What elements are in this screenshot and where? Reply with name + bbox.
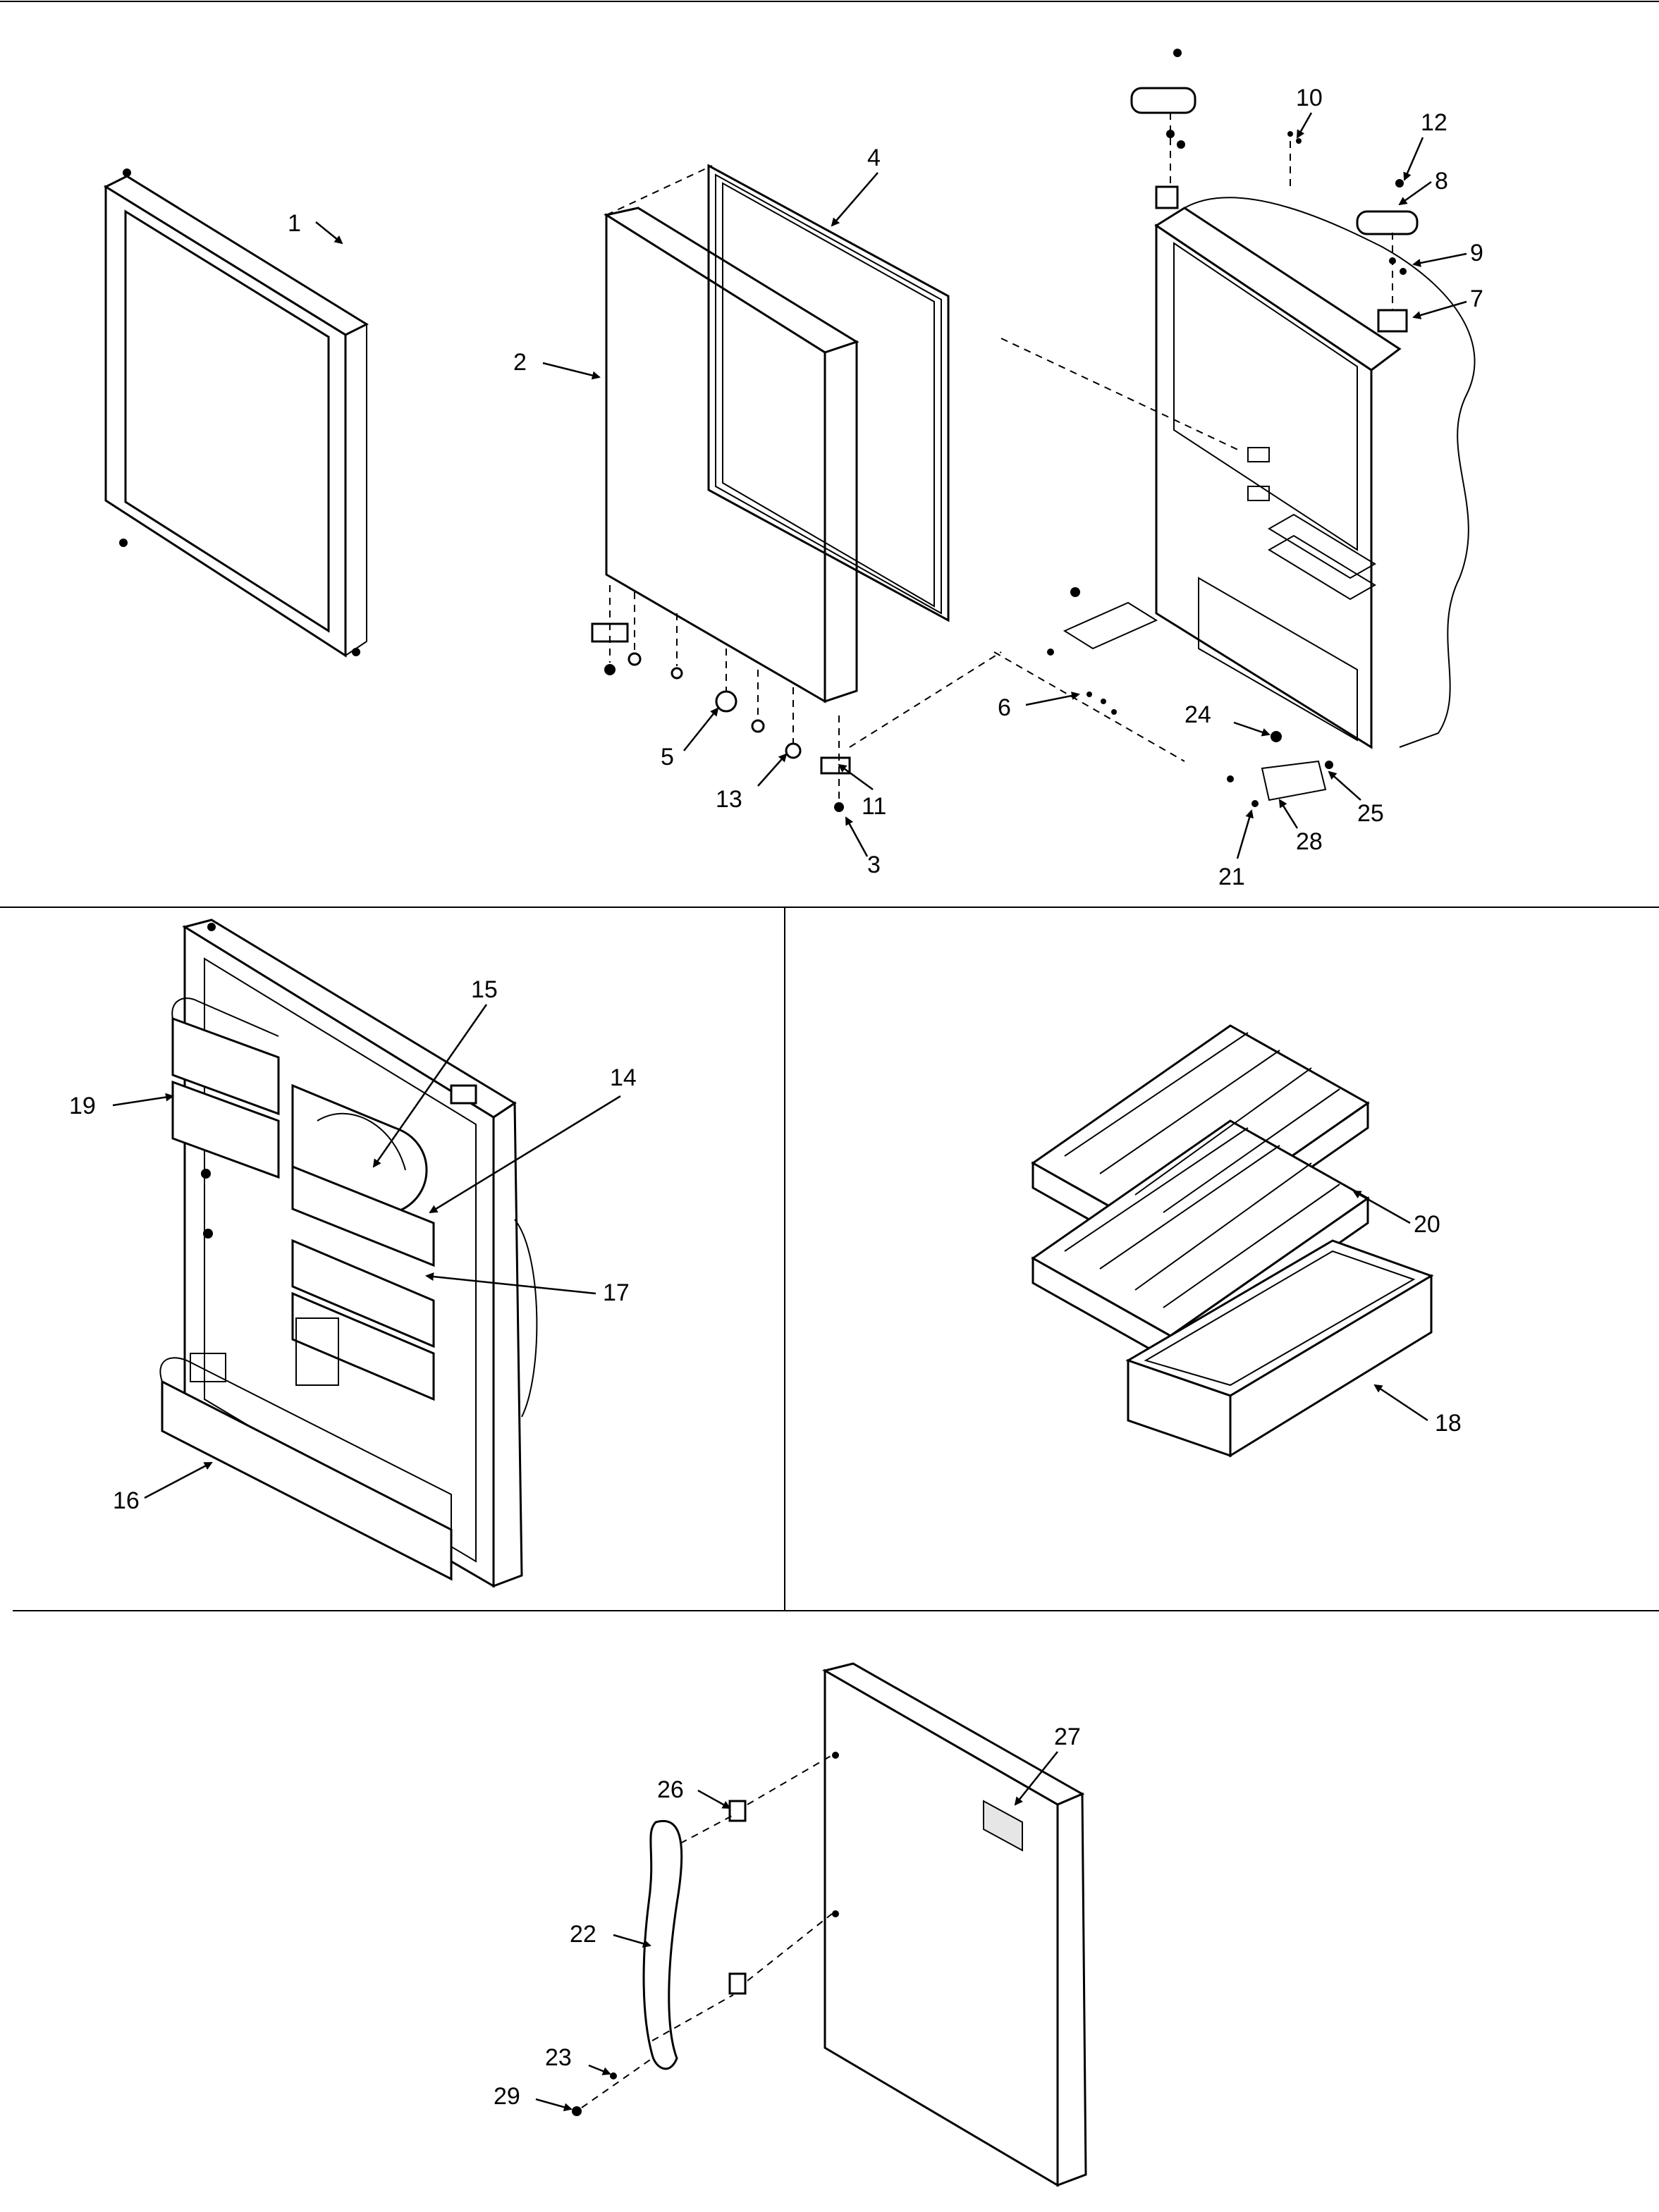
arrow-11 xyxy=(838,763,874,791)
arrow-7 xyxy=(1412,300,1467,319)
arrow-24 xyxy=(1233,721,1271,737)
arrow-15 xyxy=(372,1004,488,1168)
callout-16: 16 xyxy=(113,1487,140,1514)
arrow-9 xyxy=(1412,252,1467,267)
callout-4: 4 xyxy=(867,145,881,171)
ice-trays-drawing xyxy=(1031,1024,1434,1458)
arrow-29 xyxy=(535,2098,573,2112)
fresh-food-door-part xyxy=(604,165,859,703)
callout-26: 26 xyxy=(657,1776,684,1803)
arrow-14 xyxy=(429,1095,621,1214)
section-door-liner: 15 14 19 17 16 xyxy=(69,918,637,1588)
arrow-21 xyxy=(1236,809,1254,859)
callout-22: 22 xyxy=(570,1921,596,1948)
arrow-17 xyxy=(425,1272,596,1295)
callout-21: 21 xyxy=(1218,864,1245,890)
door-gasket-part xyxy=(707,164,950,622)
callout-18: 18 xyxy=(1435,1410,1462,1437)
arrow-3 xyxy=(845,816,869,857)
arrow-8 xyxy=(1398,180,1432,206)
callout-6: 6 xyxy=(998,694,1011,721)
callout-1: 1 xyxy=(288,210,301,237)
door-frame-part xyxy=(103,168,369,658)
bottom-hinge-hardware xyxy=(1047,587,1333,807)
callout-23: 23 xyxy=(545,2044,572,2071)
callout-28: 28 xyxy=(1296,828,1323,855)
section-cabinet-assembly: 1 2 4 5 13 11 3 6 10 12 8 9 7 24 25 28 2 xyxy=(103,49,1483,890)
arrow-6 xyxy=(1025,692,1080,706)
callout-11: 11 xyxy=(862,793,886,820)
callout-15: 15 xyxy=(471,976,498,1003)
arrow-1 xyxy=(315,221,343,245)
arrow-23 xyxy=(588,2064,611,2075)
callout-19: 19 xyxy=(69,1093,96,1119)
callout-2: 2 xyxy=(513,349,527,376)
door-liner-drawing xyxy=(159,918,538,1588)
arrow-25 xyxy=(1328,770,1361,801)
arrow-4 xyxy=(831,172,879,227)
arrow-12 xyxy=(1403,137,1424,181)
arrow-27 xyxy=(1014,1751,1058,1806)
arrow-13 xyxy=(757,753,788,787)
callout-17: 17 xyxy=(603,1279,630,1306)
callout-27: 27 xyxy=(1054,1723,1081,1750)
callout-14: 14 xyxy=(610,1064,637,1091)
section-freezer-door: 27 26 22 23 29 xyxy=(494,1662,1087,2187)
callout-25: 25 xyxy=(1357,800,1384,827)
freezer-door-drawing xyxy=(572,1662,1087,2187)
section-ice-trays: 20 18 xyxy=(1031,1024,1462,1458)
arrow-18 xyxy=(1373,1384,1428,1422)
callout-3: 3 xyxy=(867,852,881,878)
callout-12: 12 xyxy=(1421,109,1447,136)
lower-door-hardware xyxy=(591,585,1002,812)
callout-8: 8 xyxy=(1435,168,1448,195)
arrow-19 xyxy=(112,1093,174,1107)
arrow-5 xyxy=(683,707,719,751)
arrow-28 xyxy=(1278,799,1299,829)
arrow-10 xyxy=(1296,112,1313,139)
callout-9: 9 xyxy=(1470,240,1483,266)
callout-13: 13 xyxy=(716,786,742,813)
arrow-26 xyxy=(697,1789,731,1809)
arrow-16 xyxy=(144,1461,213,1499)
arrow-20 xyxy=(1352,1190,1411,1224)
callout-20: 20 xyxy=(1414,1211,1440,1238)
callout-10: 10 xyxy=(1296,85,1323,111)
arrow-2 xyxy=(542,362,601,380)
callout-7: 7 xyxy=(1470,285,1483,312)
callout-5: 5 xyxy=(661,744,674,770)
top-hinge-hardware xyxy=(1130,49,1419,333)
callout-24: 24 xyxy=(1184,701,1211,728)
callout-29: 29 xyxy=(494,2083,520,2110)
refrigerator-cabinet xyxy=(993,197,1476,762)
arrow-22 xyxy=(613,1934,651,1948)
